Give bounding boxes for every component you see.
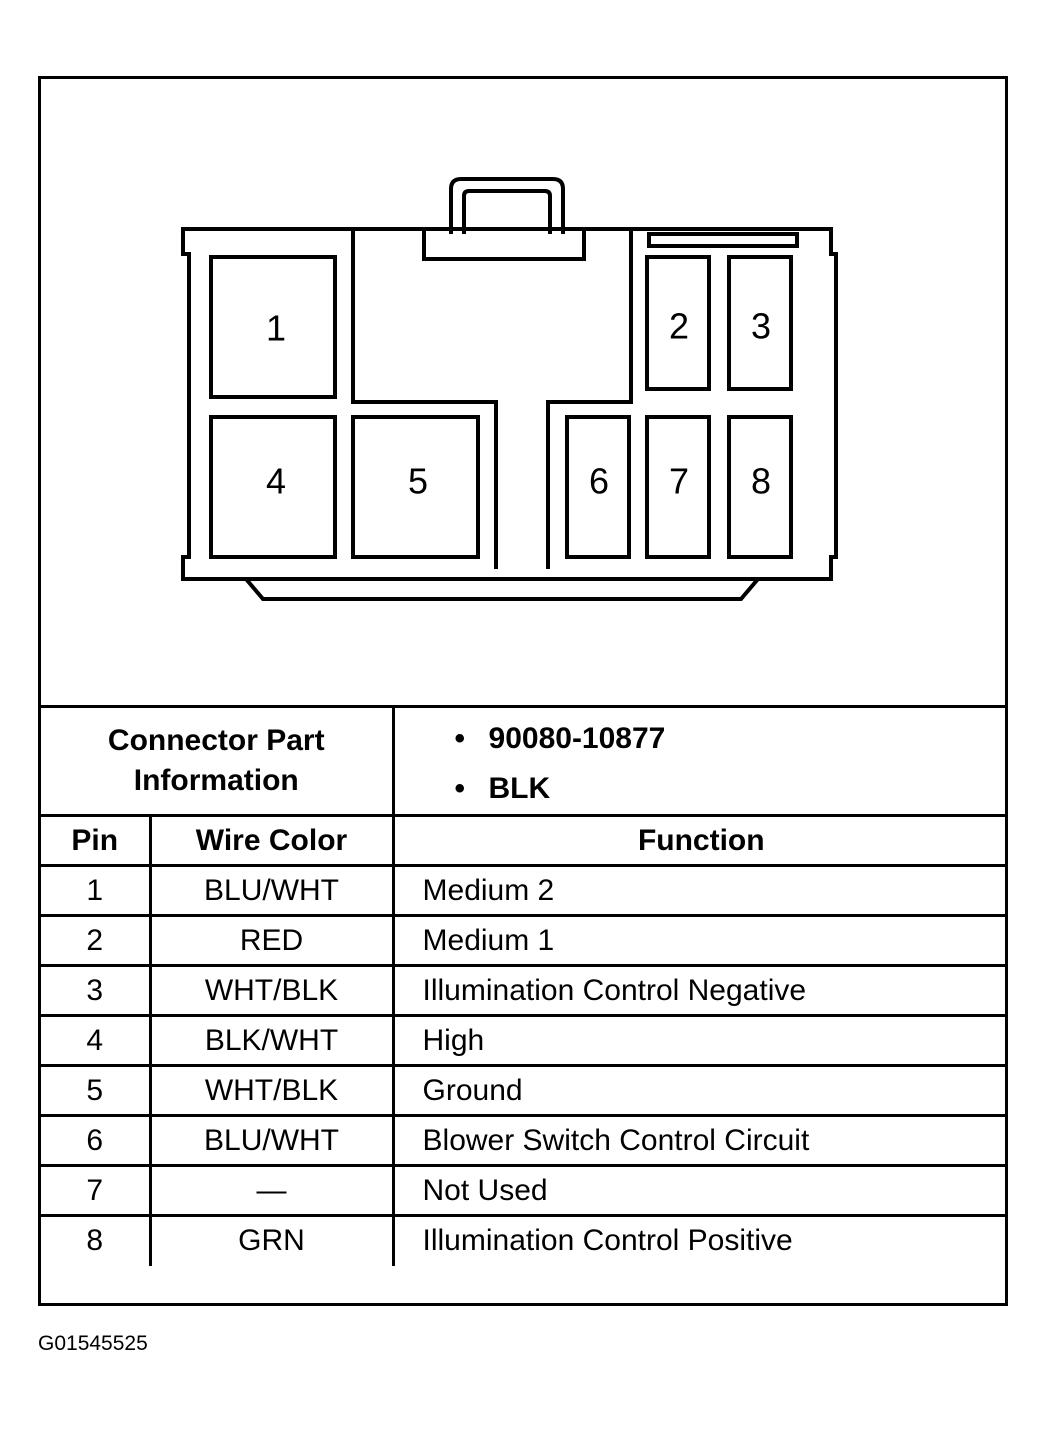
pin-function: Illumination Control Positive [391,1214,1009,1266]
header-pin: Pin [41,814,152,867]
pin-label-3: 3 [751,306,771,347]
pin-label-5: 5 [408,461,428,502]
pin-label-4: 4 [266,461,286,502]
connector-bottom-lip [244,577,760,601]
pin-label-6: 6 [589,461,609,502]
wire-color: — [148,1164,395,1217]
part-info-values: •90080-10877 •BLK [391,705,1009,817]
pin-table: Connector Part Information •90080-10877 … [41,705,1009,1266]
table-row: 1 BLU/WHT Medium 2 [41,864,1009,917]
pin-function: High [391,1014,1009,1067]
pin-number: 1 [41,864,152,917]
pin-number: 7 [41,1164,152,1217]
part-number: •90080-10877 [454,722,666,755]
table-row: 6 BLU/WHT Blower Switch Control Circuit [41,1114,1009,1167]
pin-cavity-3 [727,255,793,391]
table-row: 8 GRN Illumination Control Positive [41,1214,1009,1266]
wire-color: BLK/WHT [148,1014,395,1067]
wire-color: RED [148,914,395,967]
pin-function: Medium 1 [391,914,1009,967]
pin-cavity-5 [351,415,480,559]
pin-function: Not Used [391,1164,1009,1217]
part-info-heading-line2: Information [133,764,299,797]
part-color: •BLK [454,772,551,805]
pin-number: 2 [41,914,152,967]
pin-number: 4 [41,1014,152,1067]
pin-cavity-7 [645,415,711,559]
pin-number: 8 [41,1214,152,1266]
header-function: Function [391,814,1009,867]
pin-number: 3 [41,964,152,1017]
connector-diagram: 1 2 3 4 5 6 7 8 [181,177,838,601]
top-right-slot [647,232,799,248]
wire-color: GRN [148,1214,395,1266]
pin-function: Ground [391,1064,1009,1117]
pin-label-8: 8 [751,461,771,502]
part-info-heading: Connector Part Information [41,705,395,817]
pin-number: 5 [41,1064,152,1117]
table-row: 2 RED Medium 1 [41,914,1009,967]
pin-label-2: 2 [669,306,689,347]
diagram-frame: 1 2 3 4 5 6 7 8 Connector Part Informati… [38,76,1009,1306]
pin-function: Medium 2 [391,864,1009,917]
table-row: 3 WHT/BLK Illumination Control Negative [41,964,1009,1017]
pin-cavity-1 [209,255,337,399]
pin-cavity-8 [727,415,793,559]
connector-latch-inner [462,189,552,234]
figure-id: G01545525 [38,1332,148,1355]
latch-base [422,227,586,261]
center-divider [351,229,498,569]
pin-function: Illumination Control Negative [391,964,1009,1017]
wire-color: BLU/WHT [148,1114,395,1167]
wire-color: BLU/WHT [148,864,395,917]
pin-function: Blower Switch Control Circuit [391,1114,1009,1167]
wire-color: WHT/BLK [148,964,395,1017]
pin-cavity-6 [565,415,631,559]
table-row: 4 BLK/WHT High [41,1014,1009,1067]
pin-cavity-2 [645,255,711,391]
pin-label-1: 1 [266,308,286,349]
header-wire-color: Wire Color [148,814,395,867]
part-info-heading-line1: Connector Part [107,724,325,757]
connector-latch [449,177,565,234]
table-row: 7 — Not Used [41,1164,1009,1217]
pin-label-7: 7 [669,461,689,502]
table-row: 5 WHT/BLK Ground [41,1064,1009,1117]
table-header-row: Pin Wire Color Function [41,814,1009,867]
center-divider-right [546,229,633,569]
pin-number: 6 [41,1114,152,1167]
part-info-row: Connector Part Information •90080-10877 … [41,705,1009,817]
wire-color: WHT/BLK [148,1064,395,1117]
pin-cavity-4 [209,415,337,559]
connector-housing [181,227,838,581]
